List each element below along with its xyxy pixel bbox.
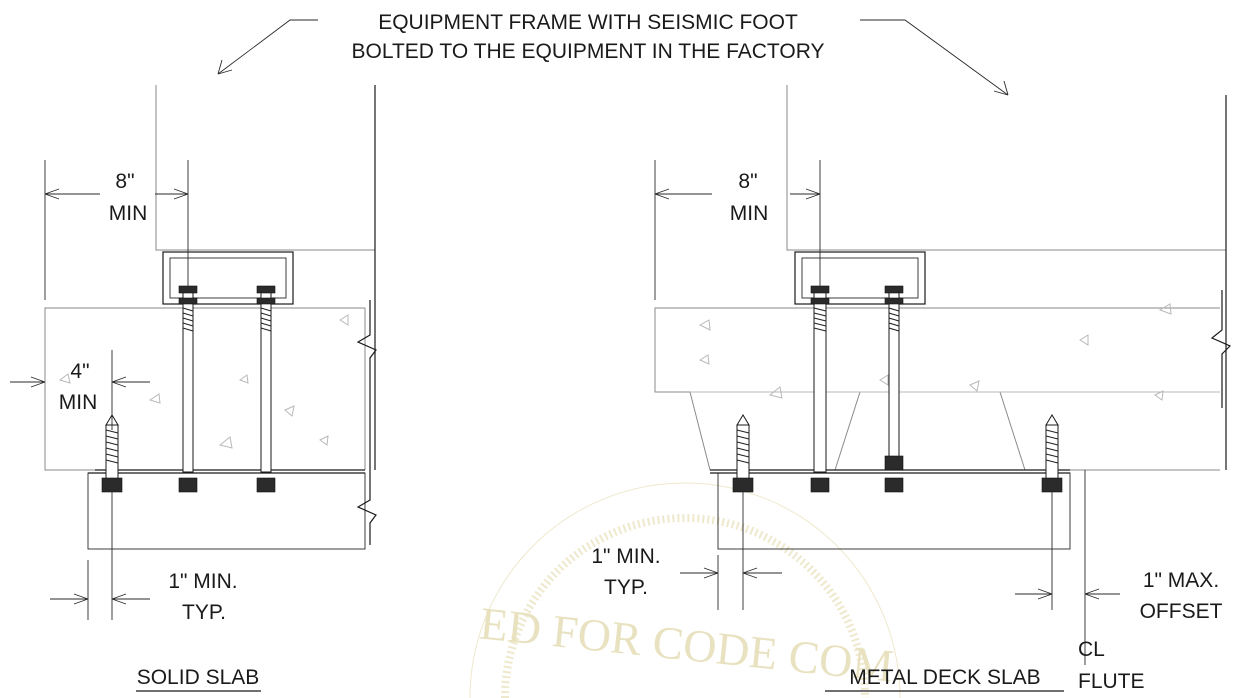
metal-deck-slab-title: METAL DECK SLAB [849,666,1040,689]
dim-8-unit-right: MIN [730,202,769,225]
edge-line2-left: TYP. [182,601,226,624]
dim-4-value-left: 4" [70,360,89,383]
callout-arrow-right [993,80,1009,96]
concrete-aggregate-left [58,314,349,449]
solid-slab-detail: 8" MIN 4" MIN 1" MIN. TYP. SOLID SLAB [10,85,377,692]
callout-leader-right [860,19,1009,96]
dim-8-unit-left: MIN [109,202,148,225]
seismic-foot-right [794,251,926,305]
solid-slab-title: SOLID SLAB [137,666,260,689]
callout-leader-left [217,19,318,75]
dim-4-unit-left: MIN [59,391,98,414]
dimension-edge-left: 1" MIN. TYP. [50,490,238,624]
offset-line1: 1" MAX. [1143,569,1219,592]
dimension-8-min-left: 8" MIN [44,160,189,300]
edge-line2-right: TYP. [604,576,648,599]
anchor-bolt-1 [178,285,198,493]
watermark-seal: ED FOR CODE COM [469,482,901,698]
metal-deck-slab-detail: 8" MIN 1" MIN. TYP. 1" MAX. OFFSET CL FL… [591,85,1232,693]
dimension-offset-right: 1" MAX. OFFSET CL FLUTE [1015,470,1223,693]
dimension-4-min-left: 4" MIN [10,350,150,430]
break-line-left [356,300,377,545]
concrete-aggregate-right [698,303,1172,401]
dim-8-value-right: 8" [738,170,757,193]
cl-label: CL [1078,638,1105,661]
anchor-bolt-2 [256,285,276,493]
break-line-right [1210,290,1232,408]
seismic-foot-left [162,251,294,305]
equipment-frame-right [786,85,1226,251]
concrete-slab-left [44,307,365,471]
anchor-bolt-3 [101,414,123,493]
edge-line1-right: 1" MIN. [591,545,660,568]
dimension-8-min-right: 8" MIN [654,160,821,300]
offset-line2: OFFSET [1140,600,1223,623]
callout-arrow-left [217,59,233,75]
anchor-bolt-4 [810,285,830,493]
callout: EQUIPMENT FRAME WITH SEISMIC FOOT BOLTED… [217,11,1009,96]
equipment-frame-left [155,85,375,251]
anchor-bolt-7 [1041,414,1063,493]
edge-line1-left: 1" MIN. [168,570,237,593]
anchor-bolt-6 [732,414,754,493]
callout-line1: EQUIPMENT FRAME WITH SEISMIC FOOT [378,11,798,34]
callout-line2: BOLTED TO THE EQUIPMENT IN THE FACTORY [352,40,825,63]
dimension-edge-right: 1" MIN. TYP. [591,490,782,610]
watermark-text: ED FOR CODE COM [477,598,895,692]
support-beam-left [87,472,366,550]
flute-label: FLUTE [1078,670,1145,693]
anchor-bolt-5 [884,285,904,493]
dim-8-value-left: 8" [115,170,134,193]
